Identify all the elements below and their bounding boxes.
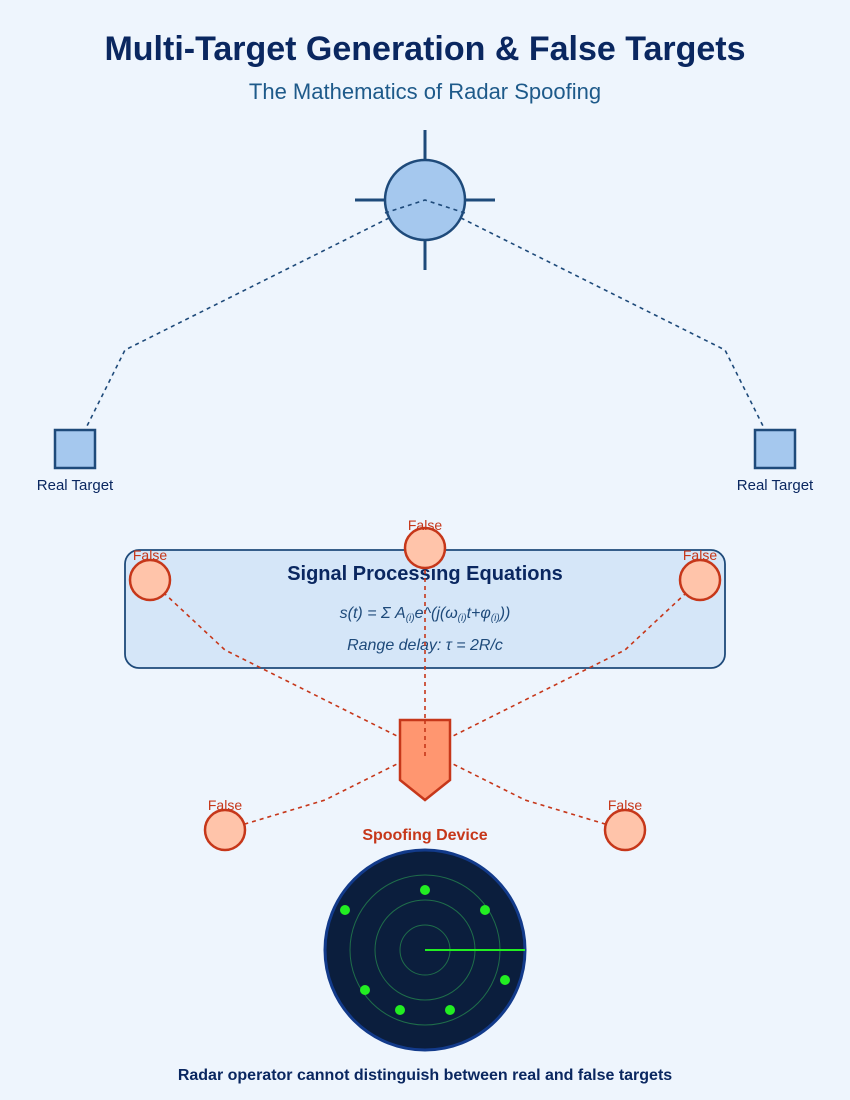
spoofer-to-false-target-upper-right-line xyxy=(424,579,701,751)
radar-blip xyxy=(360,985,370,995)
radar-blip xyxy=(420,885,430,895)
spoofer-to-false-target-lower-right-line xyxy=(424,749,626,831)
page-subtitle: The Mathematics of Radar Spoofing xyxy=(249,79,601,104)
spoofer-to-false-target-upper-left-line xyxy=(149,579,426,751)
radar-blip xyxy=(395,1005,405,1015)
radar-blip xyxy=(340,905,350,915)
false-target-lower-right-label: False xyxy=(608,797,642,813)
radar-to-real-target-left-line xyxy=(74,199,426,451)
false-target-upper-left-label: False xyxy=(133,547,167,563)
false-target-upper-left xyxy=(128,558,172,602)
false-target-lower-left xyxy=(203,808,247,852)
radar-blip xyxy=(480,905,490,915)
spoofer-to-false-target-lower-left-line xyxy=(224,749,426,831)
radar-transmitter-icon xyxy=(355,130,495,270)
radar-to-real-target-right-line xyxy=(424,199,776,451)
real-target-left-label: Real Target xyxy=(37,477,114,494)
real-target-right-label: Real Target xyxy=(737,477,814,494)
radar-blip xyxy=(500,975,510,985)
real-target-right xyxy=(753,428,797,470)
false-target-upper-right-label: False xyxy=(683,547,717,563)
false-target-lower-right xyxy=(603,808,647,852)
real-target-left xyxy=(53,428,97,470)
spoofing-device-icon xyxy=(398,718,452,802)
false-target-top xyxy=(403,526,447,570)
radar-blip xyxy=(445,1005,455,1015)
signal-equation: s(t) = Σ A(i)e^(j(ω(i)t+φ(i))) xyxy=(340,605,511,624)
false-target-lower-left-label: False xyxy=(208,797,242,813)
false-target-upper-right xyxy=(678,558,722,602)
radar-display xyxy=(323,848,527,1052)
footer-caption: Radar operator cannot distinguish betwee… xyxy=(178,1067,672,1084)
false-target-top-label: False xyxy=(408,517,442,533)
page-title: Multi-Target Generation & False Targets xyxy=(104,30,745,68)
spoofing-device-label: Spoofing Device xyxy=(362,827,487,844)
